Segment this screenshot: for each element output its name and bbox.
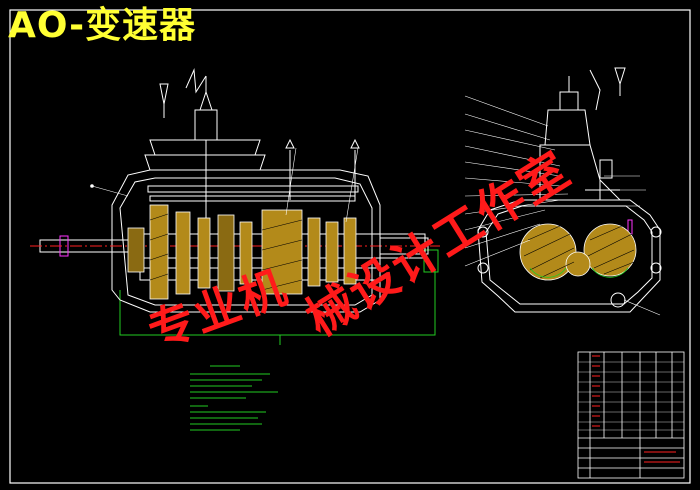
cross-section-gears — [519, 223, 637, 281]
leader-lines-left — [90, 147, 359, 223]
gear-set — [127, 204, 357, 300]
longitudinal-section-view — [30, 68, 440, 345]
title-block — [577, 351, 685, 479]
drawing-border — [9, 9, 691, 484]
drawing-title: AO-变速器 — [8, 5, 197, 46]
leader-lines-right — [464, 95, 661, 316]
technical-requirements-block — [190, 365, 278, 431]
